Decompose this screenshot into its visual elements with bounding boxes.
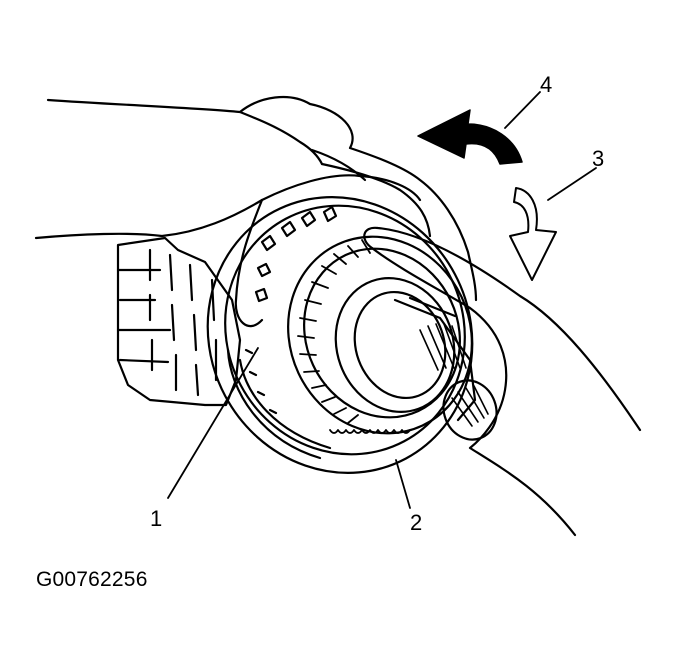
- splined-gear: [287, 235, 473, 435]
- leader-3: [547, 167, 597, 201]
- leader-1: [167, 347, 259, 499]
- arrow-4: [417, 109, 523, 165]
- leader-2: [395, 459, 411, 509]
- arrow-3: [509, 187, 557, 281]
- callout-4: 4: [540, 72, 553, 97]
- figure-code: G00762256: [36, 568, 148, 591]
- clutch-ring: [206, 196, 474, 474]
- callout-1: 1: [150, 506, 163, 531]
- lower-hand: [363, 226, 642, 537]
- callout-3: 3: [592, 146, 605, 171]
- leader-lines: [167, 91, 597, 509]
- leader-4: [504, 91, 541, 129]
- shaft-hub: [334, 276, 498, 441]
- housing-drum: [116, 236, 242, 407]
- upper-hand: [34, 96, 478, 328]
- callout-2: 2: [410, 510, 423, 535]
